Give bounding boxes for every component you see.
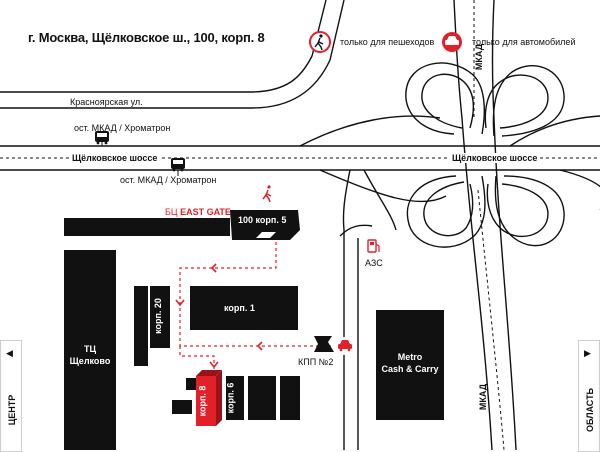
- building-korp8: [196, 376, 216, 426]
- legend-cars-label: только для автомобилей: [472, 37, 576, 47]
- arrow-left-icon: ◀: [6, 348, 13, 358]
- building-korp20: [134, 286, 148, 366]
- street-mkad-label-bottom: МКАД: [478, 383, 489, 411]
- building-korp6: [226, 376, 244, 420]
- bus-icon: [171, 158, 185, 172]
- street-krasnoyarskaya-label: Красноярская ул.: [70, 97, 143, 107]
- walking-route-arrows: [175, 263, 263, 369]
- street-shchelkovskoe-label-right: Щёлковское шоссе: [450, 153, 540, 163]
- stop-label-top: ост. МКАД / Хроматрон: [74, 123, 171, 133]
- building-east-gate: [64, 218, 230, 236]
- pedestrian-icon: [309, 31, 331, 53]
- cloverleaf-interchange: [299, 62, 600, 248]
- metro-label-line1: Metro: [397, 352, 423, 362]
- street-shchelkovskoe-label-left: Щёлковское шоссе: [70, 153, 160, 163]
- nav-region-button[interactable]: ▶ ОБЛАСТЬ: [578, 340, 600, 452]
- korp20-label: корп. 20: [152, 298, 163, 334]
- bus-icon: [95, 131, 109, 145]
- building-tc-shchelkovo: [64, 250, 116, 450]
- building-korp1: [190, 286, 298, 330]
- krasnoyarskaya-street: [0, 0, 345, 109]
- local-roads: [339, 169, 397, 450]
- car-icon: [442, 32, 462, 52]
- bc-prefix: БЦ: [165, 207, 178, 217]
- metro-label-line2: Cash & Carry: [381, 364, 439, 374]
- fuel-icon: [367, 239, 380, 253]
- buildings: [64, 210, 444, 450]
- korp6-label: корп. 6: [225, 382, 236, 414]
- address-title: г. Москва, Щёлковское ш., 100, корп. 8: [28, 30, 265, 45]
- kpp-label: КПП №2: [298, 357, 334, 367]
- street-mkad-label-top: МКАД: [474, 43, 485, 71]
- building-metro: [376, 310, 444, 420]
- bc-name: EAST GATE: [180, 207, 231, 217]
- car-icon: [336, 337, 354, 355]
- korp5-label: 100 корп. 5: [238, 215, 287, 225]
- nav-center-button[interactable]: ◀ ЦЕНТР: [0, 340, 22, 452]
- korp8-label: корп. 8: [197, 385, 208, 417]
- tc-label-line2: Щелково: [69, 356, 111, 366]
- nav-center-label: ЦЕНТР: [7, 394, 17, 426]
- legend-pedestrians-label: только для пешеходов: [340, 37, 435, 47]
- korp1-label: корп. 1: [224, 303, 255, 313]
- pedestrian-icon: [262, 185, 272, 203]
- azs-label: АЗС: [365, 258, 383, 268]
- arrow-right-icon: ▶: [584, 348, 591, 358]
- bc-east-gate-label: БЦ EAST GATE: [165, 207, 231, 217]
- nav-region-label: ОБЛАСТЬ: [585, 387, 595, 433]
- tc-label-line1: ТЦ: [83, 344, 97, 354]
- stop-label-bottom: ост. МКАД / Хроматрон: [120, 175, 217, 185]
- building-korp5: [230, 210, 300, 240]
- barrier-icon: [314, 336, 334, 352]
